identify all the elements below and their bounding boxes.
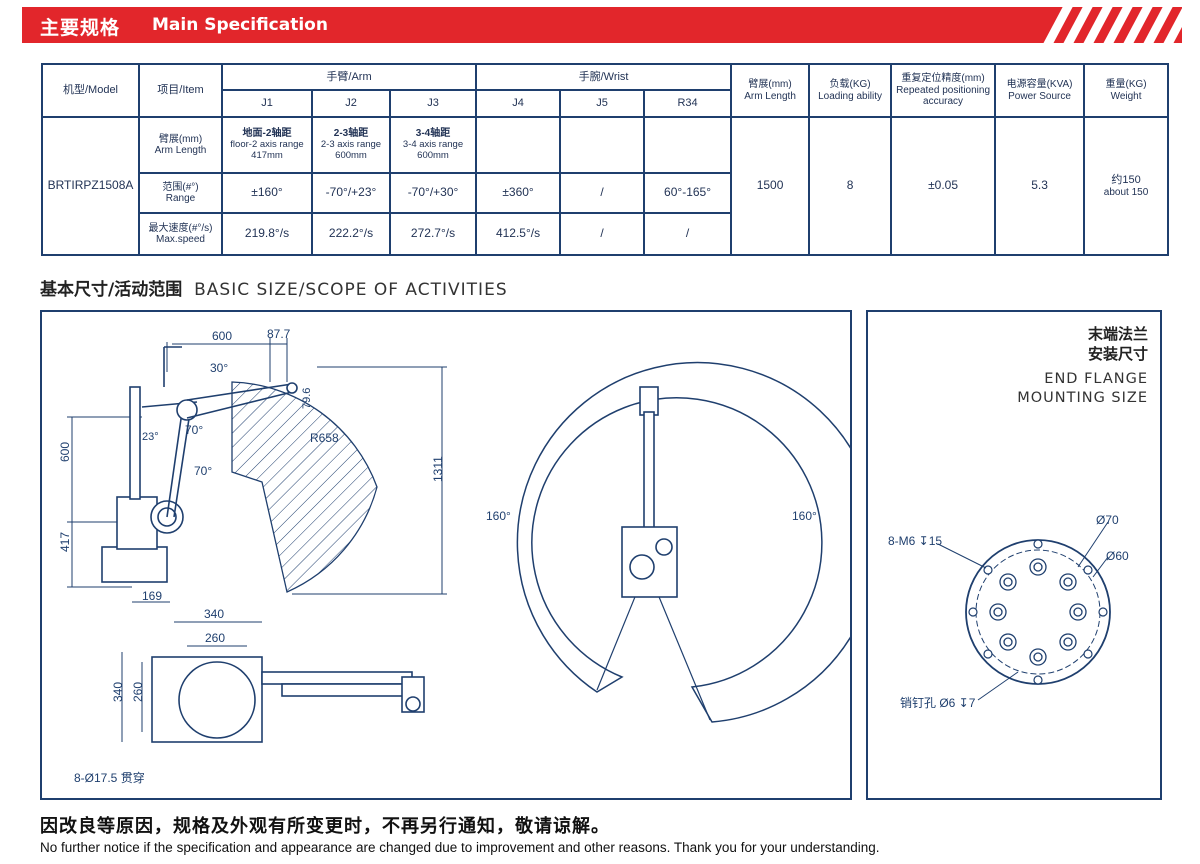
flange-title-en: END FLANGE MOUNTING SIZE xyxy=(1017,370,1148,408)
j4-header: J4 xyxy=(475,89,562,118)
section-title-cn: 基本尺寸/活动范围 xyxy=(40,280,183,300)
model-cell: BRTIRPZ1508A xyxy=(41,116,140,256)
flange-title-cn-2: 安装尺寸 xyxy=(1087,345,1148,363)
arm-j4-cell xyxy=(475,116,562,174)
flange-svg: 8-M6 ↧15 Ø70 Ø60 销钉孔 Ø6 ↧7 xyxy=(888,513,1129,710)
drawing-panel: 600 87.7 30° 79.6 R658 70° 70° 23° 600 4… xyxy=(40,310,879,800)
flange-d70-label: Ø70 xyxy=(1096,513,1119,527)
flange-edge-holes xyxy=(968,539,1108,685)
flange-title-cn-1: 末端法兰 xyxy=(1087,325,1148,343)
speed-j5: / xyxy=(559,212,646,256)
speed-j2: 222.2°/s xyxy=(311,212,391,256)
range-j1: ±160° xyxy=(221,172,313,214)
range-view: 160° 160° xyxy=(486,361,879,723)
item-header: 项目/Item xyxy=(138,63,223,118)
robot-side-body xyxy=(101,346,298,583)
range-j2: -70°/+23° xyxy=(311,172,391,214)
holes-label: 8-Ø17.5 贯穿 xyxy=(74,770,145,785)
dim-417: 417 xyxy=(58,532,72,552)
range-r34: 60°-165° xyxy=(643,172,733,214)
range-left-angle: 160° xyxy=(486,509,511,523)
arm-header: 手臂/Arm xyxy=(220,63,478,91)
dim-600-top: 600 xyxy=(212,329,232,343)
arm-length-value: 1500 xyxy=(730,116,811,256)
section-title: 基本尺寸/活动范围 BASIC SIZE/SCOPE OF ACTIVITIES xyxy=(40,275,508,300)
work-envelope xyxy=(231,381,378,593)
dim-70b: 70° xyxy=(194,464,212,478)
speed-j3: 272.7°/s xyxy=(388,212,478,256)
section-title-en: BASIC SIZE/SCOPE OF ACTIVITIES xyxy=(194,280,508,300)
range-arc xyxy=(516,361,879,723)
j1-header: J1 xyxy=(221,89,313,118)
j2-header: J2 xyxy=(311,89,391,118)
robot-top-body xyxy=(151,656,425,743)
dim-260-left: 260 xyxy=(131,682,145,702)
speed-j4: 412.5°/s xyxy=(475,212,562,256)
j3-header: J3 xyxy=(388,89,478,118)
flange-panel: 末端法兰 安装尺寸 END FLANGE MOUNTING SIZE 8-M6 … xyxy=(866,310,1162,800)
j5-header: J5 xyxy=(559,89,646,118)
power-header: 电源容量(KVA)Power Source xyxy=(994,63,1086,118)
wrist-header: 手腕/Wrist xyxy=(475,63,733,91)
arm-length-header: 臂展(mm)Arm Length xyxy=(730,63,811,118)
row-speed-label: 最大速度(#°/s)Max.speed xyxy=(138,212,223,256)
arm-j5-cell xyxy=(559,116,646,174)
footer-note-cn: 因改良等原因，规格及外观有所变更时，不再另行通知，敬请谅解。 xyxy=(40,816,610,837)
flange-holes xyxy=(989,558,1087,666)
range-j4: ±360° xyxy=(475,172,562,214)
range-j5: / xyxy=(559,172,646,214)
dim-70a: 70° xyxy=(185,423,203,437)
robot-range-body xyxy=(621,386,678,598)
dim-30: 30° xyxy=(210,361,228,375)
spec-table: 机型/Model 项目/Item 手臂/Arm 手腕/Wrist 臂展(mm)A… xyxy=(41,63,1170,256)
flange-screws-label: 8-M6 ↧15 xyxy=(888,534,942,548)
weight-header: 重量(KG)Weight xyxy=(1083,63,1170,118)
row-range-label: 范围(#°)Range xyxy=(138,172,223,214)
flange-title-en-2: MOUNTING SIZE xyxy=(1017,390,1148,406)
flange-pin-label: 销钉孔 Ø6 ↧7 xyxy=(900,696,976,710)
drawing-svg: 600 87.7 30° 79.6 R658 70° 70° 23° 600 4… xyxy=(58,327,879,785)
header-bar: 主要规格 Main Specification xyxy=(22,7,1182,43)
header-title-en: Main Specification xyxy=(152,15,328,35)
flange-title-cn: 末端法兰 安装尺寸 xyxy=(1088,324,1148,364)
speed-j1: 219.8°/s xyxy=(221,212,313,256)
dim-79: 79.6 xyxy=(301,388,313,409)
speed-r34: / xyxy=(643,212,733,256)
range-j3: -70°/+30° xyxy=(388,172,478,214)
load-header: 负载(KG)Loading ability xyxy=(808,63,893,118)
dim-1311: 1311 xyxy=(431,456,445,482)
footer-note-en: No further notice if the specification a… xyxy=(40,840,880,855)
power-value: 5.3 xyxy=(994,116,1086,256)
dim-340-left: 340 xyxy=(111,682,125,702)
dim-340-top: 340 xyxy=(204,607,224,621)
row-arm-label: 臂展(mm)Arm Length xyxy=(138,116,223,174)
range-right-angle: 160° xyxy=(792,509,817,523)
repeat-value: ±0.05 xyxy=(890,116,997,256)
dim-r658: R658 xyxy=(310,431,339,445)
header-title-cn: 主要规格 xyxy=(40,17,121,39)
r34-header: R34 xyxy=(643,89,733,118)
repeat-header: 重复定位精度(mm)Repeated positioning accuracy xyxy=(890,63,997,118)
dim-600-left: 600 xyxy=(58,442,72,462)
header-stripes-decoration xyxy=(1032,7,1182,43)
dim-260-top: 260 xyxy=(205,631,225,645)
dim-23: 23° xyxy=(142,431,159,443)
side-view: 600 87.7 30° 79.6 R658 70° 70° 23° 600 4… xyxy=(58,327,447,603)
flange-title-en-1: END FLANGE xyxy=(1044,371,1148,387)
load-value: 8 xyxy=(808,116,893,256)
dim-169: 169 xyxy=(142,589,162,603)
arm-r34-cell xyxy=(643,116,733,174)
flange-d60-label: Ø60 xyxy=(1106,549,1129,563)
dim-87: 87.7 xyxy=(267,327,291,341)
top-view: 340 260 340 260 8-Ø17.5 贯穿 xyxy=(74,607,425,785)
model-header: 机型/Model xyxy=(41,63,140,118)
